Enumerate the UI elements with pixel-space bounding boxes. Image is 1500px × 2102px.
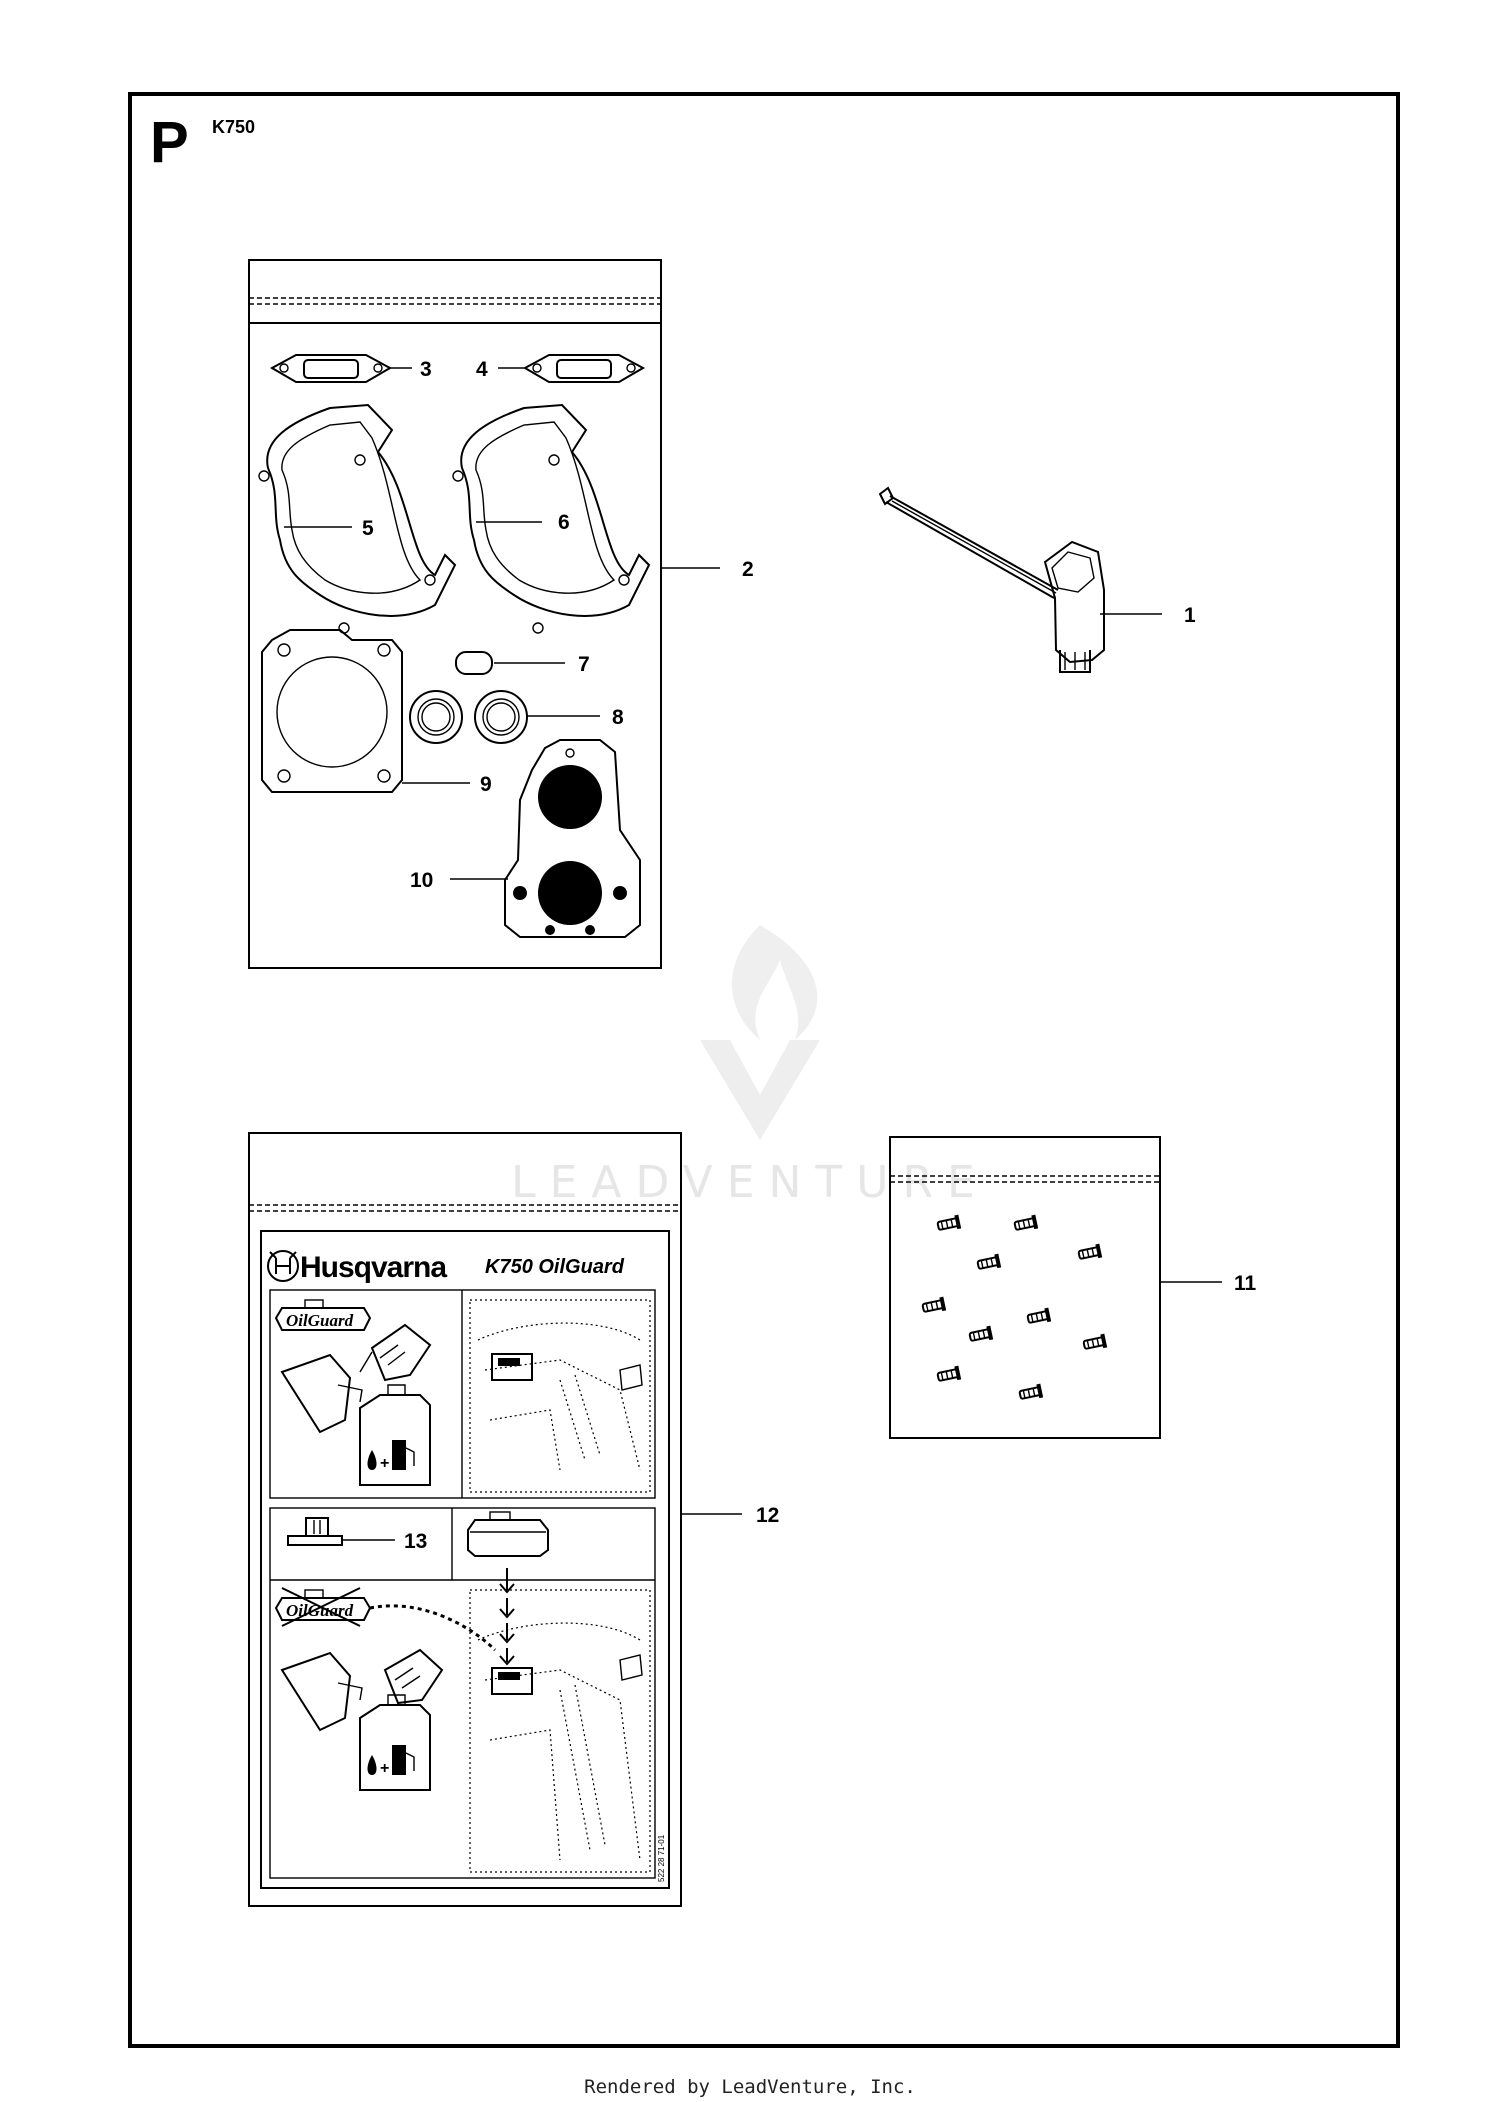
callout-1: 1 xyxy=(1184,604,1196,627)
section-letter: P xyxy=(150,110,189,175)
clip-part-13 xyxy=(287,1517,395,1546)
cylinder-gasket-9 xyxy=(261,629,403,793)
exhaust-gasket-4 xyxy=(522,354,646,383)
callout-5: 5 xyxy=(362,517,374,540)
callout-10: 10 xyxy=(410,869,433,892)
watermark-text: LEADVENTURE xyxy=(511,1157,989,1208)
o-ring-7 xyxy=(455,651,493,675)
callout-13: 13 xyxy=(404,1530,427,1553)
callout-3: 3 xyxy=(420,358,432,381)
fuel-mix-icon: + xyxy=(367,1440,415,1472)
svg-text:+: + xyxy=(380,1760,389,1777)
screw-bag xyxy=(889,1136,1161,1439)
decal-badge: OilGuard xyxy=(286,1311,354,1330)
callout-4: 4 xyxy=(476,358,488,381)
decal-brand: Husqvarna xyxy=(300,1251,447,1284)
crossed-badge-icon: OilGuard xyxy=(274,1587,372,1627)
combination-wrench-1 xyxy=(878,486,1105,673)
decal-bag xyxy=(248,1132,682,1907)
funnel-icon xyxy=(280,1353,363,1434)
crankcase-gasket-5 xyxy=(258,403,457,634)
exhaust-gasket-3 xyxy=(269,354,393,383)
screws-11 xyxy=(921,1214,1108,1400)
callout-2: 2 xyxy=(742,558,754,581)
leader-lines xyxy=(284,367,1222,1515)
down-arrows xyxy=(499,1568,515,1666)
decal-code: 522 28 71-01 xyxy=(657,1834,666,1882)
chain-path xyxy=(369,1604,497,1652)
footer-credit: Rendered by LeadVenture, Inc. xyxy=(584,2076,916,2098)
seal-rings-8 xyxy=(409,690,528,744)
machine-sketch-bottom xyxy=(469,1589,651,1873)
oil-bottle-icon xyxy=(359,1323,432,1382)
gasket-kit-bag xyxy=(248,259,662,969)
fuel-mix-icon-bottom: + xyxy=(367,1745,415,1777)
callout-9: 9 xyxy=(480,773,492,796)
model-label: K750 xyxy=(212,117,255,137)
svg-text:+: + xyxy=(380,1455,389,1472)
funnel-icon-bottom xyxy=(280,1651,363,1732)
oilguard-badge-icon xyxy=(274,1299,372,1331)
callout-6: 6 xyxy=(558,511,570,534)
callout-12: 12 xyxy=(756,1504,779,1527)
callout-8: 8 xyxy=(612,706,624,729)
decal-product: K750 OilGuard xyxy=(485,1256,625,1278)
oil-bottle-icon-bottom xyxy=(383,1648,444,1705)
callout-7: 7 xyxy=(578,653,590,676)
fuel-can-icon-bottom xyxy=(359,1694,431,1791)
page-frame xyxy=(128,92,1400,2048)
callout-11: 11 xyxy=(1234,1272,1257,1295)
watermark-logo xyxy=(700,925,820,1140)
decal-panels xyxy=(269,1289,656,1879)
fuel-can-icon xyxy=(359,1384,431,1486)
filter-gasket-10 xyxy=(504,739,641,938)
crankcase-gasket-6 xyxy=(452,403,651,634)
filter-housing-icon xyxy=(467,1511,549,1557)
husqvarna-logo-icon xyxy=(267,1250,299,1282)
machine-sketch-top xyxy=(469,1299,651,1493)
